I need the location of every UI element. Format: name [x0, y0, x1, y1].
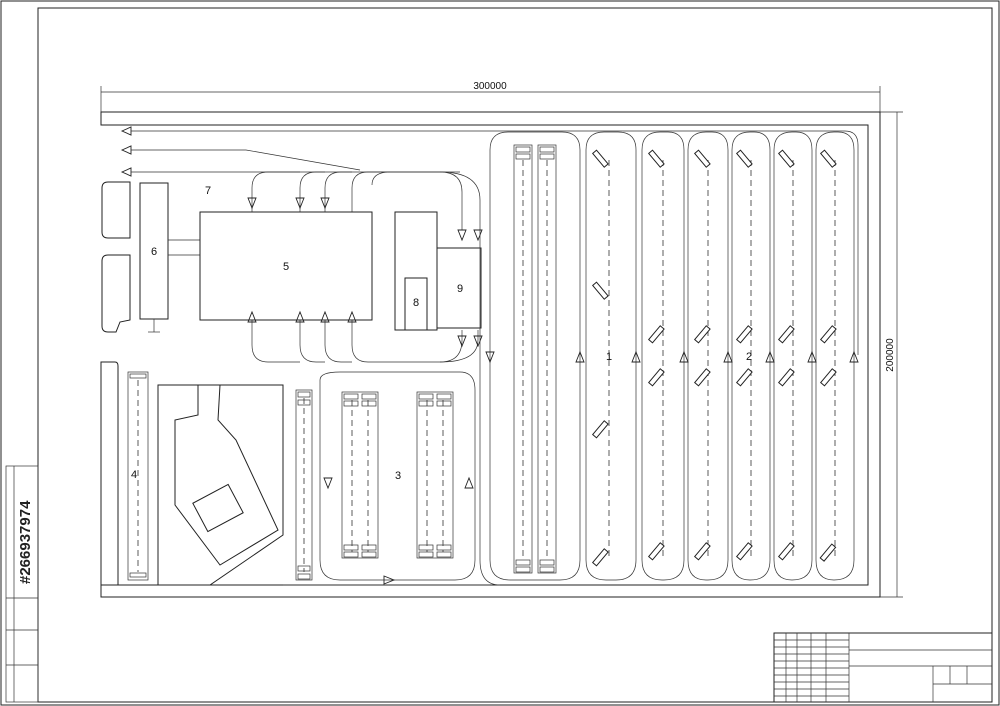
- label-8: 8: [413, 297, 419, 309]
- stall-end-markers: [129, 146, 555, 580]
- dimension-width-label: 300000: [473, 81, 507, 92]
- label-6: 6: [151, 246, 157, 258]
- left-green-strip: [100, 361, 119, 586]
- title-block: [773, 632, 993, 703]
- label-3: 3: [395, 470, 401, 482]
- dimension-height: [880, 111, 903, 598]
- green-area-center: [157, 384, 284, 586]
- label-2: 2: [746, 351, 752, 363]
- loading-loops: [247, 171, 481, 363]
- label-7: 7: [205, 185, 211, 197]
- parking-zone-2: [641, 131, 859, 581]
- dimension-width: [100, 86, 881, 115]
- main-road-line: [479, 230, 501, 586]
- perimeter-green-band: [100, 111, 881, 598]
- drawing-frame: [37, 7, 993, 703]
- building-5: [199, 211, 373, 321]
- parking-zone-3: [295, 371, 476, 585]
- parking-zone-1: [485, 131, 641, 581]
- green-pad-upper: [101, 181, 131, 239]
- building-8: [404, 277, 428, 331]
- angled-building: [174, 384, 279, 566]
- margin-strip: [5, 465, 39, 703]
- green-block-8: [394, 211, 438, 331]
- dimension-height-label: 200000: [885, 338, 896, 372]
- angled-stalls: [591, 149, 837, 567]
- angled-building-core: [192, 483, 244, 533]
- green-pad-lower: [101, 254, 131, 333]
- label-5: 5: [283, 261, 289, 273]
- label-9: 9: [457, 283, 463, 295]
- stock-id-watermark: #266937974: [17, 500, 34, 584]
- parking-strip-4: [127, 371, 149, 581]
- label-4: 4: [131, 469, 137, 481]
- label-1: 1: [606, 351, 612, 363]
